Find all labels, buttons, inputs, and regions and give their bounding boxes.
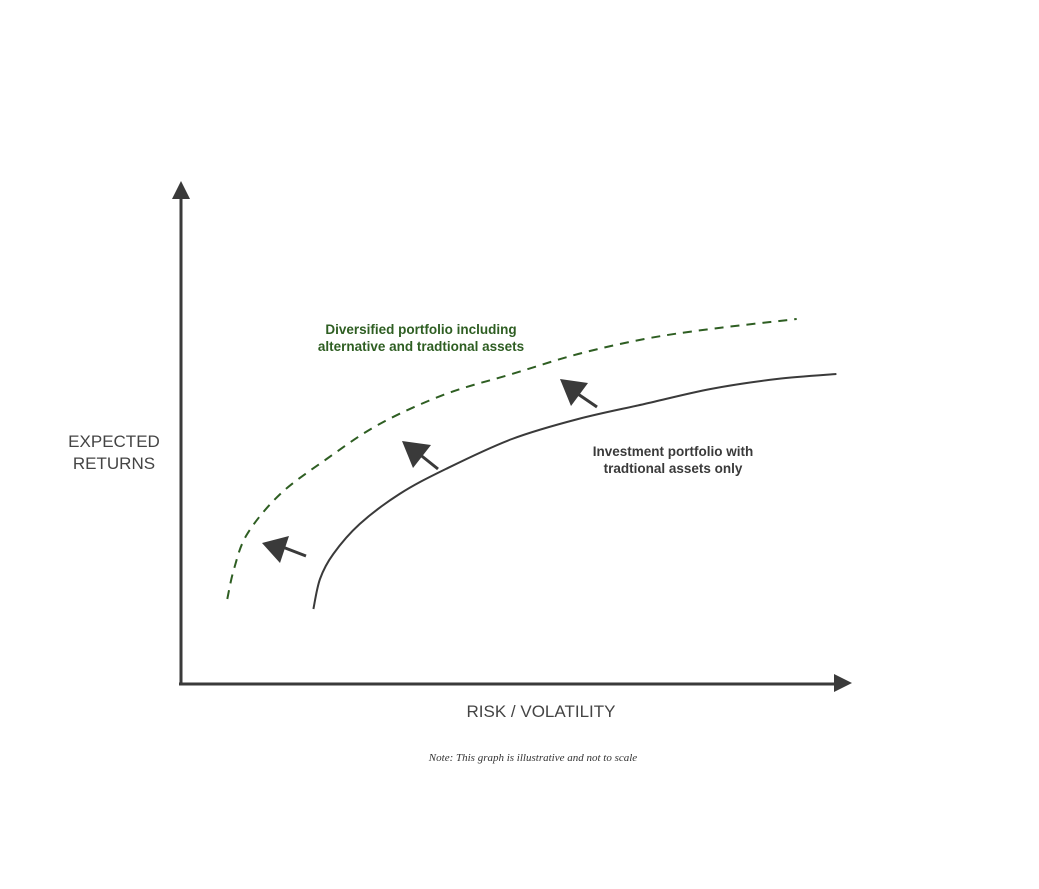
x-axis-arrowhead: [834, 674, 852, 692]
shift-arrow: [560, 379, 598, 409]
series-line-traditional: [312, 373, 837, 610]
x-axis-label: RISK / VOLATILITY: [467, 702, 616, 721]
series-label-diversified-line-1: Diversified portfolio including: [325, 322, 516, 337]
illustrative-note: Note: This graph is illustrative and not…: [428, 752, 638, 764]
y-axis-arrowhead: [172, 181, 190, 199]
series-label-diversified-line-2: alternative and tradtional assets: [318, 339, 524, 354]
y-axis-label-line-2: RETURNS: [73, 454, 155, 473]
shift-arrow: [402, 441, 439, 471]
y-axis-label-line-1: EXPECTED: [68, 432, 160, 451]
series-line-diversified: [226, 318, 797, 600]
shift-arrow: [262, 536, 307, 563]
series-label-traditional-line-1: Investment portfolio with: [593, 444, 754, 459]
series-label-traditional-line-2: tradtional assets only: [604, 461, 743, 476]
